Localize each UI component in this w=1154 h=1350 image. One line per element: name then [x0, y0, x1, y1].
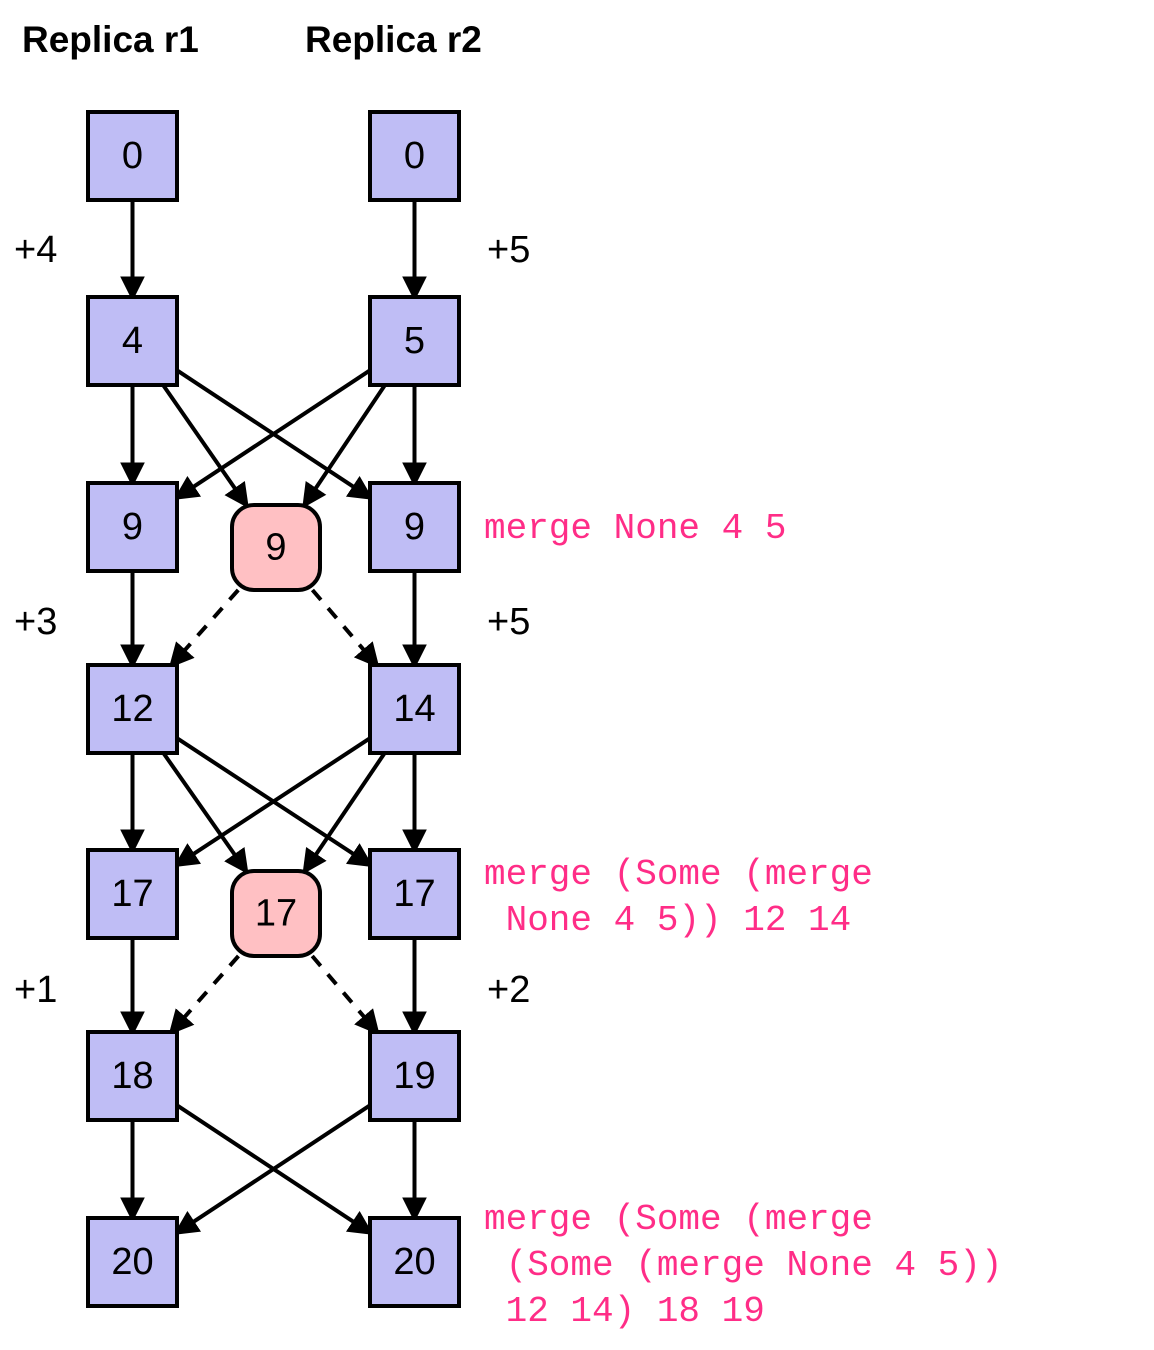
state-node-shape	[86, 110, 179, 202]
state-node-r1-18[interactable]: 18	[86, 1030, 179, 1122]
state-node-shape	[368, 295, 461, 387]
node-value-label: 9	[265, 527, 286, 569]
state-node-shape	[86, 295, 179, 387]
column-header-1: Replica r1	[22, 19, 199, 60]
state-node-r2-0[interactable]: 0	[368, 110, 461, 202]
column-header-2: Replica r2	[305, 19, 482, 60]
node-value-label: 17	[111, 873, 153, 915]
edge-r2-5-to-m-9	[302, 383, 387, 509]
edge-m-17-to-r2-19	[310, 954, 380, 1036]
node-value-label: 5	[404, 320, 425, 362]
merge-annotation-3-line-2: (Some (merge None 4 5))	[484, 1245, 1002, 1286]
node-value-label: 14	[393, 688, 435, 730]
state-node-shape	[368, 848, 461, 940]
edge-r2-14-to-r1-17	[173, 736, 372, 868]
node-value-label: 12	[111, 688, 153, 730]
state-node-shape	[368, 1030, 461, 1122]
node-value-label: 0	[122, 135, 143, 177]
edge-r2-19-to-r1-20	[173, 1103, 372, 1235]
node-value-label: 0	[404, 135, 425, 177]
state-node-r2-5[interactable]: 5	[368, 295, 461, 387]
state-node-shape	[86, 1030, 179, 1122]
merge-annotation-1-line-1: merge None 4 5	[484, 508, 786, 549]
merge-node-m-17[interactable]: 17	[230, 869, 322, 958]
column-header-layer: Replica r1 Replica r2	[22, 19, 482, 60]
state-node-r1-20[interactable]: 20	[86, 1216, 179, 1308]
edge-r2-5-to-r1-9	[173, 368, 372, 500]
node-value-label: 20	[393, 1241, 435, 1283]
node-value-label: 17	[393, 873, 435, 915]
merge-annotation-3-line-3: 12 14) 18 19	[484, 1291, 765, 1332]
state-node-shape	[86, 481, 179, 573]
state-node-shape	[86, 663, 179, 755]
node-value-label: 4	[122, 320, 143, 362]
merge-annotation-3-line-1: merge (Some (merge	[484, 1199, 873, 1240]
merge-node-shape	[230, 869, 322, 958]
node-value-label: 19	[393, 1055, 435, 1097]
node-value-label: 20	[111, 1241, 153, 1283]
edge-r1-4-to-m-9	[161, 383, 249, 509]
merge-annotation-2: merge (Some (merge None 4 5)) 12 14	[484, 854, 873, 941]
state-node-r2-19[interactable]: 19	[368, 1030, 461, 1122]
op-r2-plus2: +2	[487, 969, 530, 1011]
op-r2-plus5b: +5	[487, 601, 530, 643]
state-node-r1-4[interactable]: 4	[86, 295, 179, 387]
merge-node-m-9[interactable]: 9	[230, 503, 322, 592]
node-value-label: 9	[404, 506, 425, 548]
state-node-r2-17[interactable]: 17	[368, 848, 461, 940]
operation-label-layer: +4 +5 +3 +5 +1 +2	[14, 229, 530, 1011]
state-node-r1-17[interactable]: 17	[86, 848, 179, 940]
node-layer: 0 0 4 5 9 9 9 12 14 17 17 17 18 19 20 20	[86, 110, 461, 1308]
state-node-r2-14[interactable]: 14	[368, 663, 461, 755]
node-value-label: 9	[122, 506, 143, 548]
merge-node-shape	[230, 503, 322, 592]
state-node-shape	[368, 481, 461, 573]
state-node-shape	[368, 110, 461, 202]
edge-m-9-to-r1-12	[168, 588, 240, 669]
state-node-shape	[368, 1216, 461, 1308]
merge-annotation-layer: merge None 4 5 merge (Some (merge None 4 …	[484, 508, 1002, 1332]
state-node-r1-12[interactable]: 12	[86, 663, 179, 755]
merge-annotation-2-line-2: None 4 5)) 12 14	[484, 900, 851, 941]
state-node-r2-20[interactable]: 20	[368, 1216, 461, 1308]
state-node-r1-0[interactable]: 0	[86, 110, 179, 202]
state-node-shape	[86, 848, 179, 940]
node-value-label: 18	[111, 1055, 153, 1097]
op-r1-plus4: +4	[14, 229, 57, 271]
state-node-shape	[368, 663, 461, 755]
op-r1-plus3: +3	[14, 601, 57, 643]
state-node-shape	[86, 1216, 179, 1308]
edge-layer	[120, 200, 427, 1235]
edge-r1-12-to-m-17	[161, 751, 249, 875]
op-r1-plus1: +1	[14, 969, 57, 1011]
edge-m-9-to-r2-14	[310, 588, 380, 669]
merge-annotation-1: merge None 4 5	[484, 508, 786, 549]
state-node-r2-9[interactable]: 9	[368, 481, 461, 573]
merge-annotation-3: merge (Some (merge (Some (merge None 4 5…	[484, 1199, 1002, 1332]
node-value-label: 17	[255, 893, 297, 935]
op-r2-plus5: +5	[487, 229, 530, 271]
edge-r2-14-to-m-17	[302, 751, 387, 875]
merge-annotation-2-line-1: merge (Some (merge	[484, 854, 873, 895]
edge-m-17-to-r1-18	[168, 954, 240, 1036]
state-node-r1-9[interactable]: 9	[86, 481, 179, 573]
